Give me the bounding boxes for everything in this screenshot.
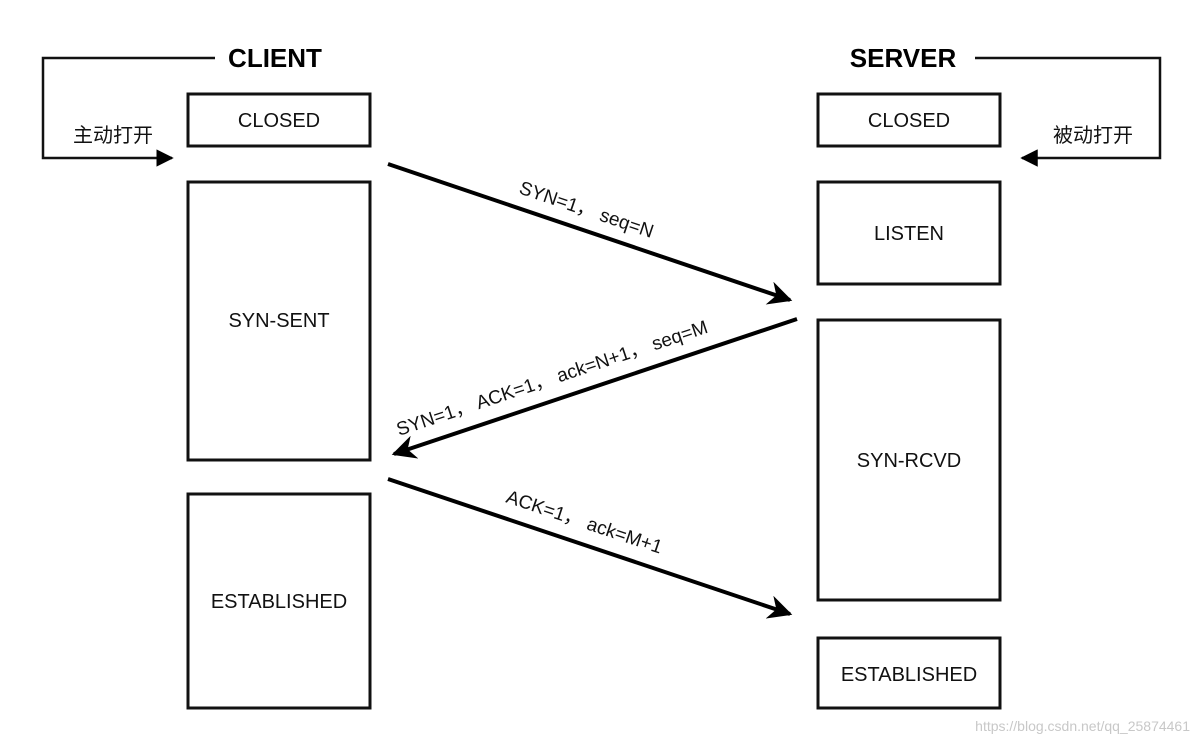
client-title: CLIENT [228,43,322,73]
svg-text:SYN-RCVD: SYN-RCVD [857,450,961,472]
server-open-bracket [975,56,1162,167]
client-state-syn-sent: SYN-SENT [186,180,372,462]
svg-text:LISTEN: LISTEN [874,223,944,245]
server-state-listen: LISTEN [816,180,1002,286]
message-syn: SYN=1， seq=N [387,162,793,305]
message-syn-ack: SYN=1， ACK=1， ack=N+1， seq=M [391,317,798,459]
svg-text:ESTABLISHED: ESTABLISHED [841,664,977,686]
svg-text:ACK=1， ack=M+1: ACK=1， ack=M+1 [503,487,664,559]
svg-text:CLOSED: CLOSED [238,110,320,132]
server-title: SERVER [850,43,957,73]
svg-text:CLOSED: CLOSED [868,110,950,132]
svg-text:SYN=1， ACK=1， ack=N+1， seq=M: SYN=1， ACK=1， ack=N+1， seq=M [394,317,711,441]
server-state-closed: CLOSED [816,92,1002,148]
client-open-bracket [41,56,215,167]
message-ack: ACK=1， ack=M+1 [387,477,793,619]
watermark: https://blog.csdn.net/qq_25874461 [975,718,1190,734]
server-state-established: ESTABLISHED [816,636,1002,710]
svg-text:SYN-SENT: SYN-SENT [228,310,329,332]
server-state-syn-rcvd: SYN-RCVD [816,318,1002,602]
svg-text:ESTABLISHED: ESTABLISHED [211,591,347,613]
client-open-label: 主动打开 [73,123,153,147]
server-open-label: 被动打开 [1053,123,1133,147]
client-state-established: ESTABLISHED [186,492,372,710]
client-state-closed: CLOSED [186,92,372,148]
